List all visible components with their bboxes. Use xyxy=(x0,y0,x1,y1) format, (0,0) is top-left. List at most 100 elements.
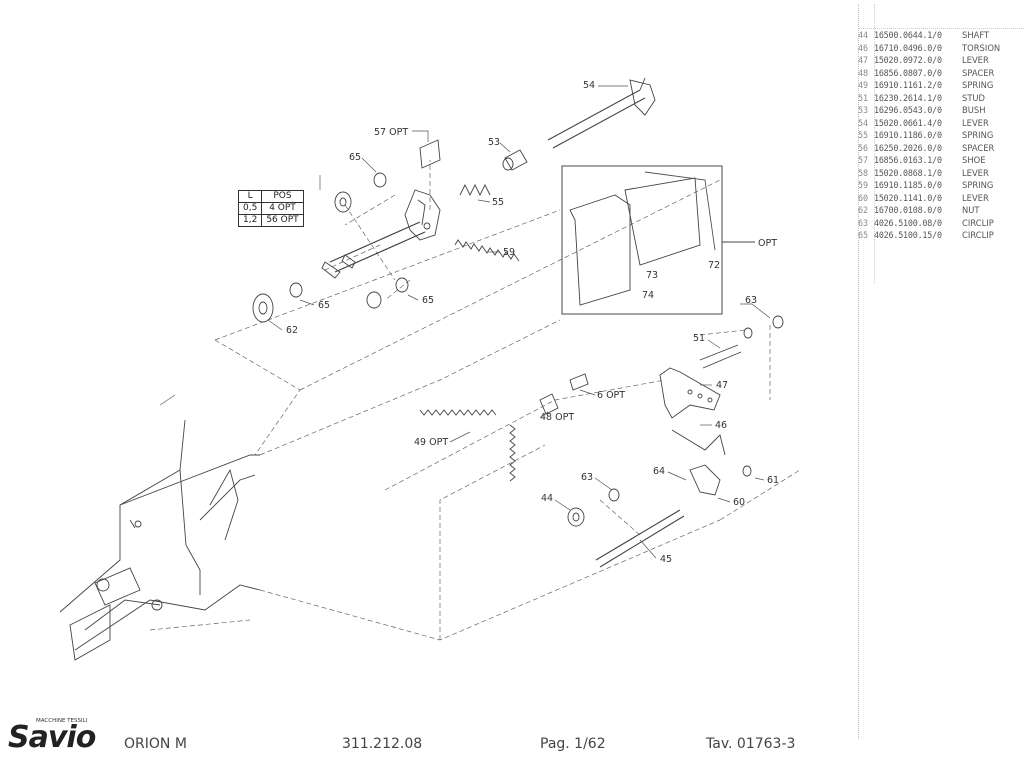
part-position: 46 xyxy=(858,42,869,53)
part-position: 62 xyxy=(858,205,869,215)
parts-list-row: 46 16710.0496.0/0 TORSION xyxy=(858,42,1024,55)
callout-72: 72 xyxy=(708,260,720,271)
callout-63-low: 63 xyxy=(581,472,593,483)
part-code: 16856.0807.0/0 xyxy=(874,67,942,78)
callout-6: 6 OPT xyxy=(597,390,625,401)
callout-63-top: 63 xyxy=(745,295,757,306)
callout-61: 61 xyxy=(767,475,779,486)
part-code: 16710.0496.0/0 xyxy=(874,42,942,53)
part-position: 57 xyxy=(858,155,869,165)
parts-list-row: 62 16700.0108.0/0 NUT xyxy=(858,204,1024,217)
callout-opt-box: OPT xyxy=(758,238,777,249)
part-position: 60 xyxy=(858,192,869,203)
brand-tagline: MACCHINE TESSILI xyxy=(36,718,88,724)
part-code: 16700.0108.0/0 xyxy=(874,205,942,215)
part-description: CIRCLIP xyxy=(962,230,994,240)
part-position: 59 xyxy=(858,180,869,190)
callout-65-mid: 65 xyxy=(318,300,330,311)
part-position: 48 xyxy=(858,67,869,78)
callout-60: 60 xyxy=(733,497,745,508)
part-position: 63 xyxy=(858,217,869,228)
callout-49: 49 OPT xyxy=(414,437,448,448)
part-code: 16230.2614.1/0 xyxy=(874,92,942,103)
part-description: LEVER xyxy=(962,167,989,178)
parts-list-row: 48 16856.0807.0/0 SPACER xyxy=(858,67,1024,80)
footer: MACCHINE TESSILI Savio ORION M 311.212.0… xyxy=(0,718,860,766)
part-code: 4026.5100.15/0 xyxy=(874,230,942,240)
callout-65-top: 65 xyxy=(349,152,361,163)
part-description: SPACER xyxy=(962,67,995,78)
part-code: 16296.0543.0/0 xyxy=(874,105,942,115)
part-description: LEVER xyxy=(962,117,989,128)
part-description: BUSH xyxy=(962,105,986,115)
part-position: 51 xyxy=(858,92,869,103)
part-position: 58 xyxy=(858,167,869,178)
parts-list-divider xyxy=(858,4,859,739)
parts-list-row: 51 16230.2614.1/0 STUD xyxy=(858,92,1024,105)
callout-45: 45 xyxy=(660,554,672,565)
callout-59: 59 xyxy=(503,247,515,258)
pos-row-l: 0,5 xyxy=(237,202,263,215)
part-description: LEVER xyxy=(962,55,989,65)
part-position: 55 xyxy=(858,130,869,140)
callout-74: 74 xyxy=(642,290,654,301)
page-number: Pag. 1/62 xyxy=(540,736,606,752)
part-description: CIRCLIP xyxy=(962,217,994,228)
part-description: SPRING xyxy=(962,130,994,140)
part-description: SPRING xyxy=(962,180,994,190)
callout-54: 54 xyxy=(583,80,595,91)
table-number: Tav. 01763-3 xyxy=(706,736,796,752)
part-description: SHAFT xyxy=(962,30,990,40)
callout-64: 64 xyxy=(653,466,665,477)
callout-44: 44 xyxy=(541,493,553,504)
part-description: STUD xyxy=(962,92,986,103)
pos-row-pos: 56 OPT xyxy=(261,214,304,227)
part-description: SHOE xyxy=(962,155,986,165)
parts-list-header xyxy=(858,4,1024,29)
part-description: LEVER xyxy=(962,192,989,203)
parts-list-row: 65 4026.5100.15/0 CIRCLIP xyxy=(858,229,1024,242)
position-table: L POS 0,5 4 OPT 1,2 56 OPT xyxy=(237,190,304,227)
part-position: 47 xyxy=(858,55,869,65)
part-position: 56 xyxy=(858,142,869,153)
callout-46: 46 xyxy=(715,420,727,431)
pos-row-pos: 4 OPT xyxy=(261,202,304,215)
document-code: 311.212.08 xyxy=(342,736,423,752)
parts-list-row: 56 16250.2026.0/0 SPACER xyxy=(858,142,1024,155)
callout-73: 73 xyxy=(646,270,658,281)
pos-header-l: L xyxy=(237,190,263,203)
part-description: NUT xyxy=(962,205,980,215)
part-code: 16250.2026.0/0 xyxy=(874,142,942,153)
parts-list-row: 55 16910.1186.0/0 SPRING xyxy=(858,129,1024,142)
part-description: SPACER xyxy=(962,142,995,153)
callout-62: 62 xyxy=(286,325,298,336)
part-code: 15020.1141.0/0 xyxy=(874,192,942,203)
part-description: TORSION xyxy=(962,42,1001,53)
callout-55: 55 xyxy=(492,197,504,208)
callout-65-low: 65 xyxy=(422,295,434,306)
parts-list-row: 57 16856.0163.1/0 SHOE xyxy=(858,154,1024,167)
parts-list-row: 60 15020.1141.0/0 LEVER xyxy=(858,192,1024,205)
part-position: 44 xyxy=(858,30,869,40)
part-code: 16910.1186.0/0 xyxy=(874,130,942,140)
callout-57: 57 OPT xyxy=(374,127,408,138)
callout-51: 51 xyxy=(693,333,705,344)
brand-logo: Savio xyxy=(8,720,96,755)
part-position: 65 xyxy=(858,230,869,240)
parts-list-column-divider xyxy=(874,4,875,284)
parts-list-row: 44 16500.0644.1/0 SHAFT xyxy=(858,29,1024,42)
pos-row-l: 1,2 xyxy=(237,214,263,227)
callout-53: 53 xyxy=(488,137,500,148)
model-name: ORION M xyxy=(124,736,187,752)
parts-list-rows: 44 16500.0644.1/0 SHAFT 46 16710.0496.0/0 TOR… xyxy=(858,29,1024,242)
part-code: 16856.0163.1/0 xyxy=(874,155,942,165)
part-code: 16500.0644.1/0 xyxy=(874,30,942,40)
part-code: 15020.0661.4/0 xyxy=(874,117,942,128)
